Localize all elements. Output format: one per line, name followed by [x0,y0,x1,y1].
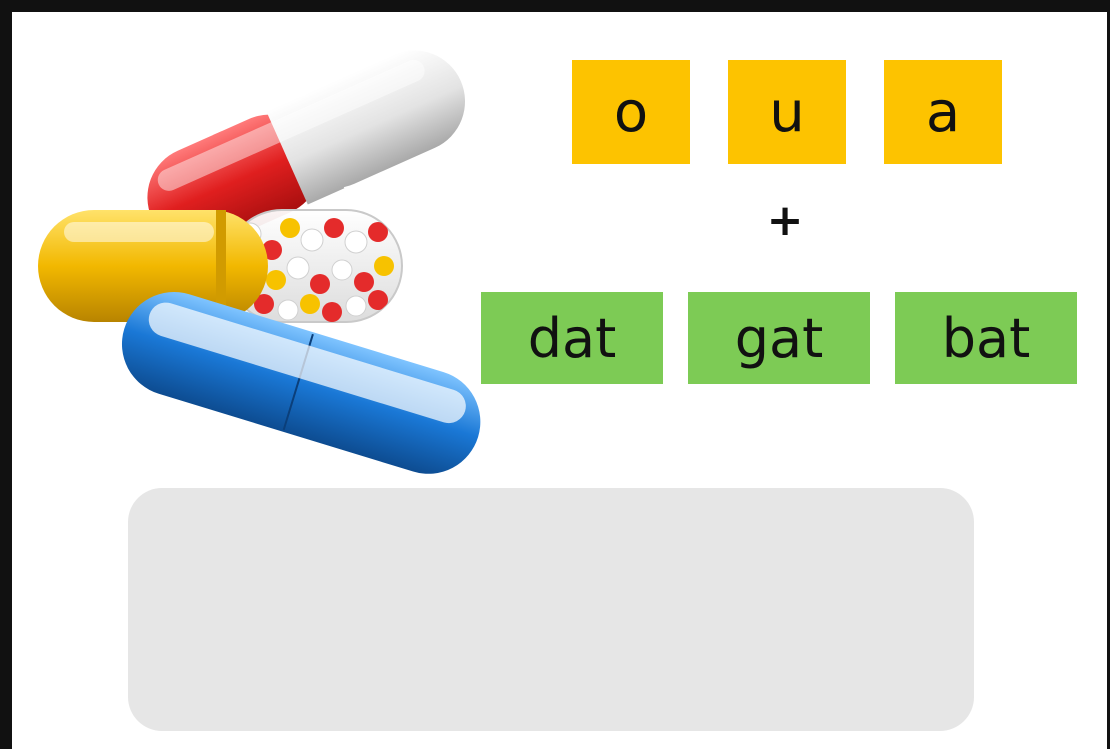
blue-capsule [121,292,481,474]
word-tile-dat[interactable]: dat [481,292,663,384]
answer-drop-zone[interactable] [128,488,974,731]
vowel-tile-label: a [925,79,961,145]
vowel-tile-label: o [613,79,649,145]
vowel-tile-o[interactable]: o [572,60,690,164]
word-tile-bat[interactable]: bat [895,292,1077,384]
word-tile-label: bat [941,306,1031,370]
capsule-pills-icon [38,50,481,474]
word-tile-label: dat [527,306,617,370]
plus-sign: + [766,194,804,246]
word-tile-gat[interactable]: gat [688,292,870,384]
word-tile-label: gat [734,306,824,370]
vowel-tile-u[interactable]: u [728,60,846,164]
yellow-clear-capsule [38,209,403,323]
vowel-tile-label: u [769,79,805,145]
vowel-tile-a[interactable]: a [884,60,1002,164]
